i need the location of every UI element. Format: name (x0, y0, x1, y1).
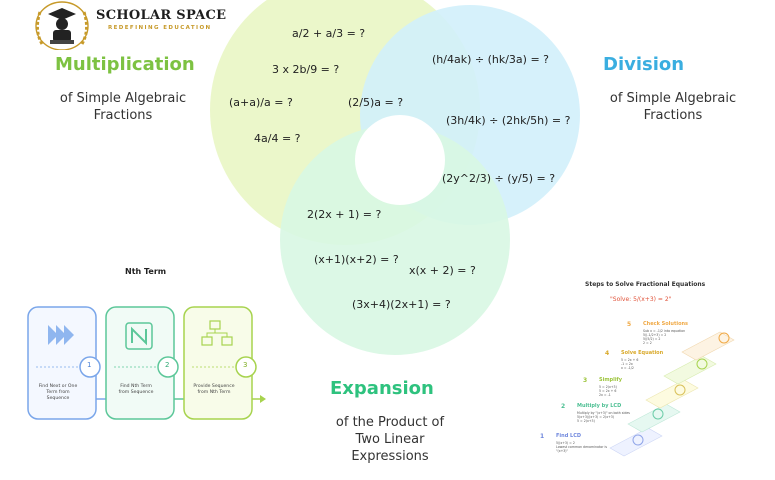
frac-step-1-line4: "(x+3)" (556, 449, 569, 453)
magnifier-icon (632, 434, 644, 446)
frac-step-5-line1: Sub x = -1/2 into equation (643, 329, 686, 333)
frac-step-2-line3: 5 = 2(x+3) (577, 419, 595, 423)
nth-step-1-text: Find Next or One Term from Sequence (29, 384, 87, 402)
logo-title: SCHOLAR SPACE (96, 8, 227, 23)
frac-step-3-lines: 5 = 2(x+3) 5 = 2x + 6 2x = -1 (599, 385, 617, 397)
frac-step-2-number: 2 (561, 403, 566, 410)
division-subtitle-line2: Fractions (643, 108, 703, 123)
frac-step-1-line1: 5/(x+3) = 2 (556, 441, 575, 445)
mult-expr-4: (2/5)a = ? (348, 96, 404, 109)
nth-step-3-number: 3 (243, 361, 248, 369)
mult-expr-2: 3 x 2b/9 = ? (272, 63, 340, 76)
frac-step-3-line3: 2x = -1 (599, 393, 611, 397)
mult-expr-5: 4a/4 = ? (254, 132, 301, 145)
nth-step-2-badge (157, 356, 179, 378)
fractional-equations-title: Steps to Solve Fractional Equations (585, 281, 706, 288)
frac-step-1-lines: 5/(x+3) = 2 Lowest common denominator is… (556, 441, 607, 453)
nth-step-1-line1: Find Next or One (38, 384, 78, 389)
frac-step-3-number: 3 (583, 377, 588, 384)
frac-step-5-lines: Sub x = -1/2 into equation 5/(-1/2+3) = … (643, 329, 685, 345)
frac-step-5-line3: 5/(5/2) = 2 (643, 337, 661, 341)
frac-step-3-label: Simplify (599, 377, 622, 383)
nth-term-flow (27, 306, 266, 420)
div-expr-3: (2y^2/3) ÷ (y/5) = ? (442, 172, 556, 185)
nth-step-1-number: 1 (87, 361, 92, 369)
exp-expr-1: 2(2x + 1) = ? (307, 208, 382, 221)
nth-step-3-badge (235, 356, 257, 378)
frac-step-4-line3: x = -1/2 (621, 366, 634, 370)
nth-step-2-line1: Find Nth Term (120, 384, 152, 389)
frac-step-5-line2: 5/(-1/2+3) = 2 (643, 333, 667, 337)
nth-step-3-line2: from Nth Term (197, 390, 231, 395)
frac-step-2-label: Multiply by LCD (577, 403, 622, 409)
nth-step-3-text: Provide Sequence from Nth Term (185, 384, 243, 396)
mult-expr-1: a/2 + a/3 = ? (292, 27, 366, 40)
frac-step-3-line2: 5 = 2x + 6 (599, 389, 617, 393)
nth-step-3-line1: Provide Sequence (193, 384, 235, 389)
venn-circle-expansion (280, 125, 510, 355)
frac-step-4-label: Solve Equation (621, 350, 664, 356)
multiplication-subtitle-line2: Fractions (93, 108, 153, 123)
pencil-icon (674, 384, 686, 396)
logo-tagline: REDEFINING EDUCATION (108, 25, 212, 31)
frac-step-4-line1: 5 = 2x + 6 (621, 358, 639, 362)
frac-step-5-number: 5 (627, 321, 632, 328)
exp-expr-3: x(x + 2) = ? (409, 264, 476, 277)
expansion-subtitle-line3: Expressions (351, 449, 429, 464)
frac-step-4-lines: 5 = 2x + 6 -1 = 2x x = -1/2 (621, 358, 638, 370)
fast-forward-icon (48, 325, 58, 345)
division-subtitle-line1: of Simple Algebraic (609, 91, 737, 106)
staircase-graphic (609, 331, 735, 457)
expansion-subtitle-line1: of the Product of (335, 415, 445, 430)
nth-step-1-line2: Term from (46, 390, 70, 395)
nth-step-1-line3: Sequence (46, 396, 70, 401)
nth-step-2-text: Find Nth Term from Sequence (107, 384, 165, 396)
nth-step-1-badge (79, 356, 101, 378)
multiplication-subtitle-line1: of Simple Algebraic (59, 91, 187, 106)
nth-step-2-line2: from Sequence (118, 390, 154, 395)
equals-icon (696, 358, 708, 370)
nth-step-2-number: 2 (165, 361, 170, 369)
division-title: Division (603, 54, 685, 75)
frac-step-1-label: Find LCD (556, 433, 582, 439)
nth-term-title: Nth Term (125, 267, 167, 276)
multiplication-subtitle: of Simple Algebraic Fractions (48, 90, 198, 124)
expansion-title: Expansion (330, 378, 434, 399)
frac-step-4-number: 4 (605, 350, 610, 357)
multiplication-title: Multiplication (55, 54, 195, 75)
frac-step-1-line3: Lowest common denominator is (556, 445, 608, 449)
frac-step-2-line2: 5(x+3)/(x+3) = 2(x+3) (577, 415, 615, 419)
frac-step-4-line2: -1 = 2x (621, 362, 633, 366)
div-expr-2: (3h/4k) ÷ (2hk/5h) = ? (446, 114, 571, 127)
checkmark-icon (718, 332, 730, 344)
exp-expr-2: (x+1)(x+2) = ? (314, 253, 399, 266)
fractional-equations-example: "Solve: 5/(x+3) = 2" (610, 296, 672, 303)
close-circle-icon (652, 408, 664, 420)
expansion-subtitle-line2: Two Linear (355, 432, 425, 447)
venn-center-hole (355, 115, 445, 205)
mult-expr-3: (a+a)/a = ? (229, 96, 293, 109)
notion-n-icon (125, 322, 153, 350)
frac-step-5-line4: 2 = 2 (643, 341, 652, 345)
frac-step-5-label: Check Solutions (643, 321, 689, 327)
frac-step-2-lines: Multiply by "(x+3)" on both sides 5(x+3)… (577, 411, 630, 423)
frac-step-3-line1: 5 = 2(x+3) (599, 385, 617, 389)
division-subtitle: of Simple Algebraic Fractions (598, 90, 748, 124)
logo (22, 0, 222, 51)
exp-expr-4: (3x+4)(2x+1) = ? (352, 298, 451, 311)
frac-step-2-line1: Multiply by "(x+3)" on both sides (577, 411, 630, 415)
expansion-subtitle: of the Product of Two Linear Expressions (320, 414, 460, 465)
frac-step-1-number: 1 (540, 433, 545, 440)
div-expr-1: (h/4ak) ÷ (hk/3a) = ? (432, 53, 549, 66)
